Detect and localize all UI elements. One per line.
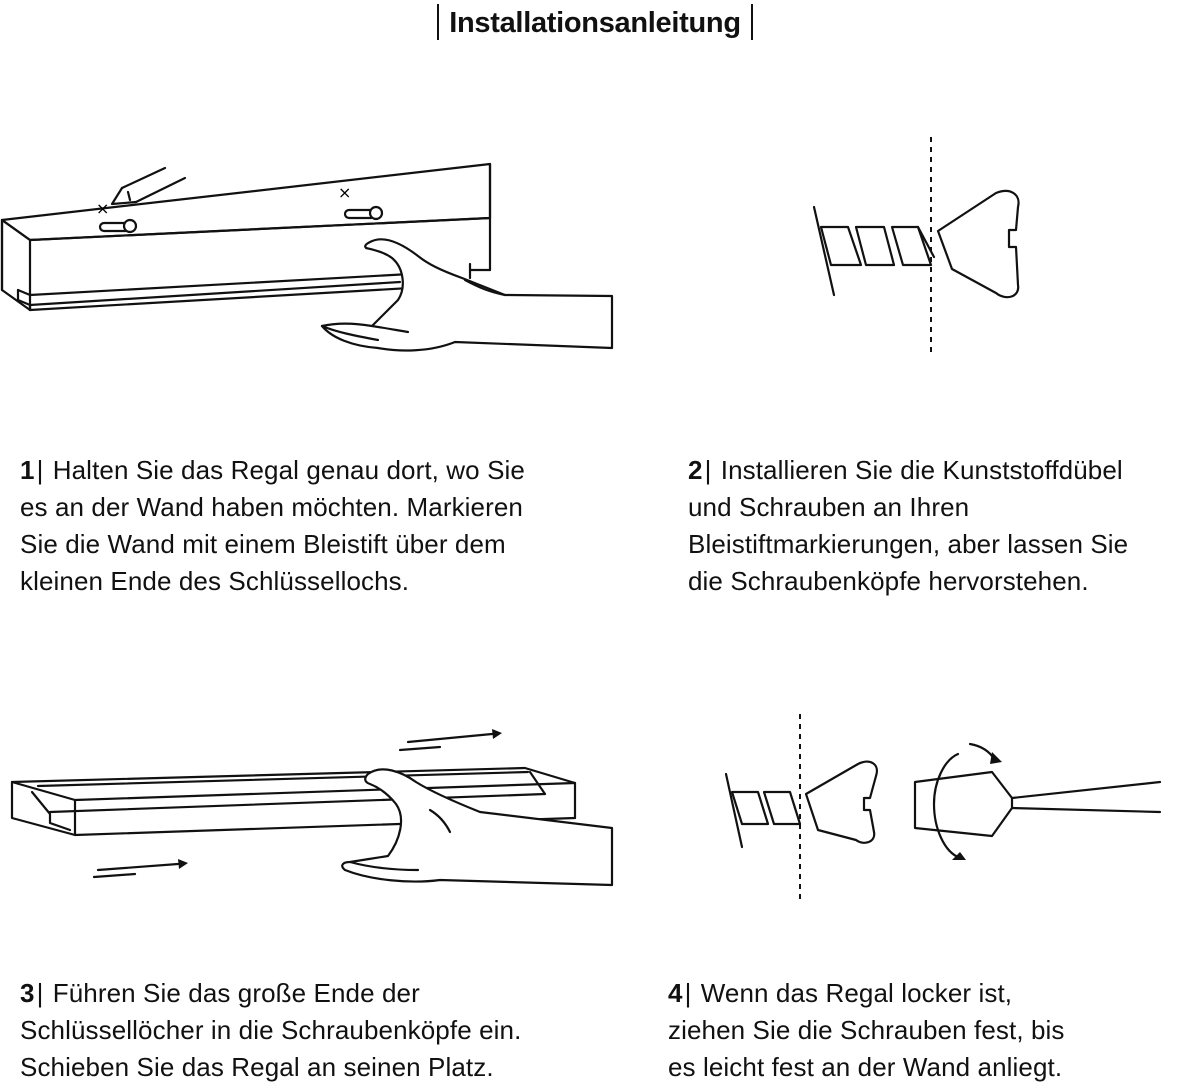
hand-icon (320, 238, 614, 352)
rotate-icon (932, 742, 1002, 860)
screw-anchor-icon (812, 189, 1020, 299)
step-2-illustration (806, 135, 1046, 355)
step-3-text: 3| Führen Sie das große Ende der Schlüss… (20, 978, 522, 1082)
screwdriver-icon (913, 770, 1162, 838)
step-2-text: 2| Installieren Sie die Kunststoffdübel … (688, 455, 1129, 596)
title-text: Installationsanleitung (449, 7, 741, 39)
pencil-icon (110, 166, 187, 206)
title-bar-right (750, 4, 753, 40)
hand-icon (341, 768, 614, 887)
step-3-number: 3 (20, 978, 35, 1008)
screw-anchor-icon (724, 760, 878, 849)
step-4-text: 4| Wenn das Regal locker ist, ziehen Sie… (668, 978, 1065, 1082)
arrow-right-icon (92, 859, 188, 879)
step-2-number: 2 (688, 455, 703, 485)
step-1-number: 1 (20, 455, 35, 485)
page-title: Installationsanleitung (0, 4, 1200, 40)
step-4-illustration (720, 712, 1170, 902)
mark-x-left: × (96, 199, 109, 218)
keyhole-left (98, 218, 138, 234)
title-bar-left (437, 4, 440, 40)
keyhole-right (343, 205, 384, 221)
step-1-illustration: × × (0, 160, 620, 370)
mark-x-right: × (338, 183, 351, 202)
arrow-right-icon (398, 729, 502, 752)
step-3-illustration (0, 720, 620, 890)
step-4-number: 4 (668, 978, 683, 1008)
step-1-text: 1| Halten Sie das Regal genau dort, wo S… (20, 455, 525, 596)
